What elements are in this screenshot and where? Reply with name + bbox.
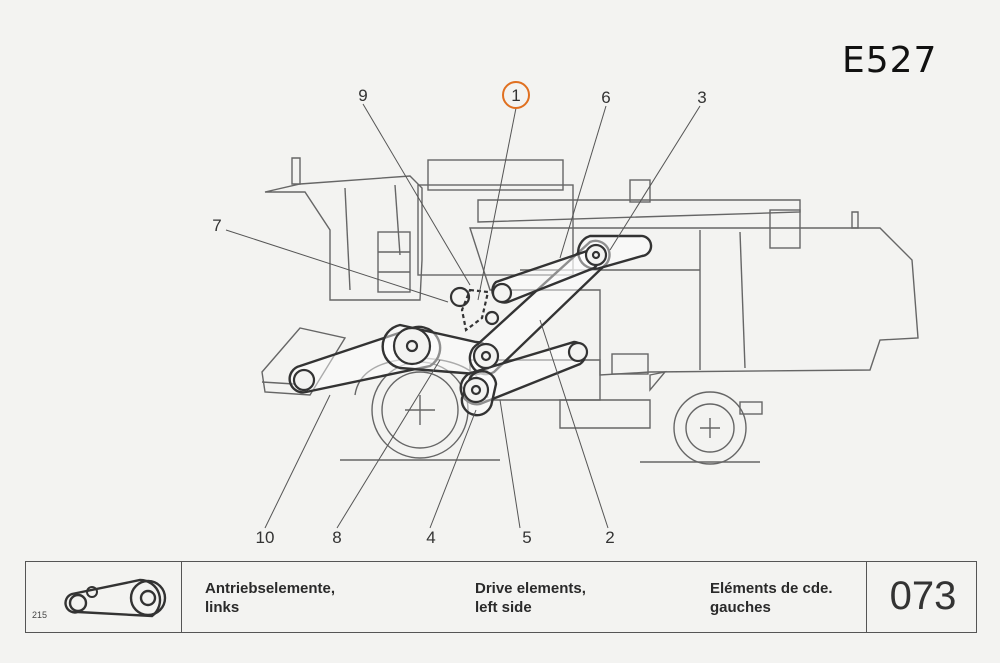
pulley (292, 368, 316, 392)
combine-harvester-drawing (225, 103, 919, 529)
rear-wheel (673, 391, 747, 465)
combine-body-outline (469, 227, 919, 376)
callout-3: 3 (697, 88, 707, 107)
pulley (584, 243, 608, 267)
title-english-line2: left side (475, 599, 532, 616)
title-english-line1: Drive elements, (475, 580, 586, 597)
title-french: Eléments de cde. gauches (710, 579, 833, 617)
title-french-line1: Eléments de cde. (710, 580, 833, 597)
model-code: E527 (842, 40, 938, 81)
belt-2 (468, 239, 611, 376)
title-block: 215 Antriebselemente, links Drive elemen… (25, 561, 977, 633)
pulley (491, 282, 513, 304)
pulley (392, 326, 432, 366)
sheet-small-number: 215 (32, 610, 48, 620)
belt-drive-icon (64, 578, 167, 618)
title-german-line1: Antriebselemente, (205, 580, 336, 597)
callout-4: 4 (426, 528, 436, 547)
pulley (462, 376, 490, 404)
callout-6: 6 (601, 88, 611, 107)
header-outline (261, 327, 347, 396)
callout-10: 10 (255, 528, 275, 547)
title-french-line2: gauches (710, 599, 771, 616)
grain-tank-outline (427, 159, 564, 191)
tension-arm (460, 288, 490, 332)
pulley (567, 341, 589, 363)
callout-1: 1 (511, 86, 521, 105)
title-english: Drive elements, left side (475, 579, 586, 617)
callout-2: 2 (605, 528, 615, 547)
title-german-line2: links (205, 599, 240, 616)
pulley (472, 342, 500, 370)
title-german: Antriebselemente, links (205, 579, 335, 617)
callout-8: 8 (332, 528, 342, 547)
callout-1-highlight-ring (502, 81, 530, 109)
callout-7: 7 (212, 216, 222, 235)
callout-9: 9 (358, 86, 368, 105)
callout-5: 5 (522, 528, 532, 547)
page-number: 073 (889, 574, 957, 618)
cab-outline (264, 175, 423, 301)
